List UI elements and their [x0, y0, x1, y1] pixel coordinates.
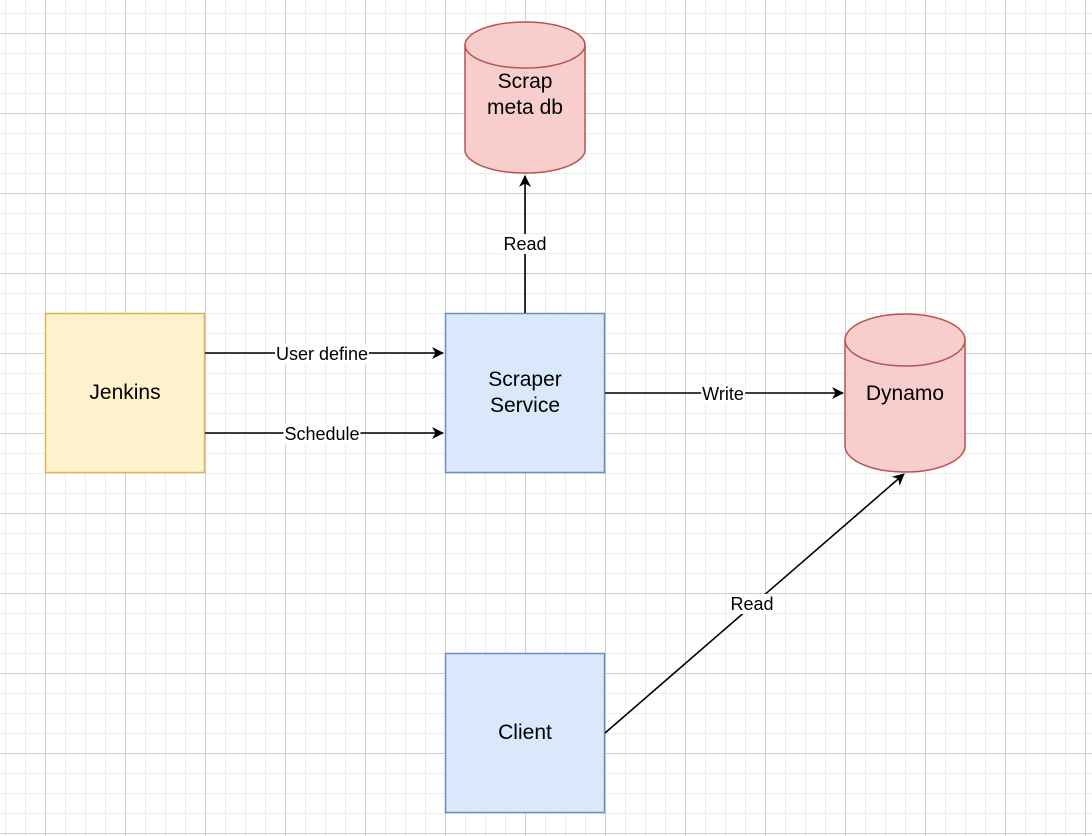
client-label: Client [498, 721, 552, 744]
scraper-service-label: Scraper Service [488, 368, 562, 417]
scraper-service-node[interactable] [444, 312, 606, 474]
client-node[interactable] [444, 652, 606, 814]
dynamo-node[interactable] [844, 313, 966, 473]
edge-label-schedule: Schedule [283, 424, 361, 444]
edge-label-client-read-dynamo: Read [729, 594, 775, 614]
dynamo-label: Dynamo [865, 382, 945, 405]
edge-label-read-meta-db: Read [502, 234, 548, 254]
jenkins-node[interactable] [44, 312, 206, 474]
jenkins-label: Jenkins [89, 381, 161, 404]
edge-label-user-define: User define [274, 344, 370, 364]
edge-label-write-dynamo: Write [701, 384, 745, 404]
scrap-meta-db-label: Scrap meta db [487, 70, 563, 119]
scrap-meta-db-node[interactable] [464, 21, 586, 174]
